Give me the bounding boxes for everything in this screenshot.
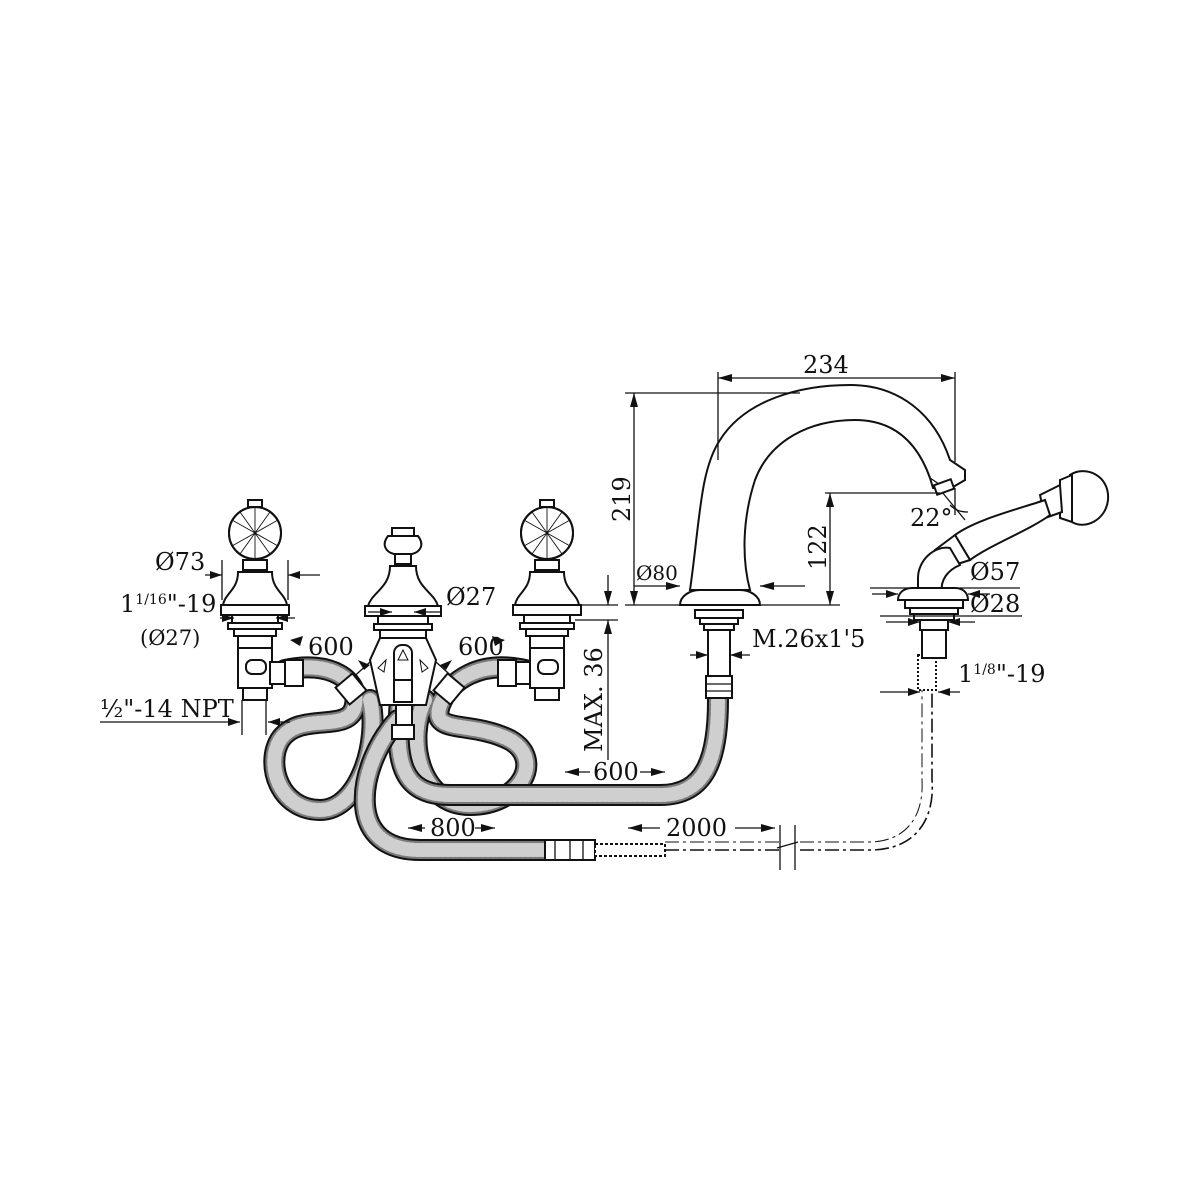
dim-hose-shower-connector: 800 <box>430 814 476 842</box>
spout <box>678 383 966 699</box>
left-handle-valve <box>220 499 304 701</box>
flow-arrows <box>377 648 429 673</box>
dim-hose-right: 600 <box>458 633 504 661</box>
dim-handle-base-diameter: Ø73 <box>155 548 205 576</box>
diverter-valve <box>334 527 466 740</box>
dim-spout-reach: 234 <box>803 351 849 379</box>
dim-handle-thread: 11/16"-19 <box>120 590 216 618</box>
dim-spout-outlet-height: 122 <box>804 524 832 570</box>
dim-handle-thread-metric: (Ø27) <box>140 626 200 650</box>
dimension-lines <box>100 372 1022 832</box>
dim-shower-shank-diameter: Ø28 <box>970 590 1020 618</box>
dim-shower-thread: 11/8"-19 <box>958 660 1046 688</box>
dim-spout-base-diameter: Ø80 <box>636 561 678 585</box>
dim-shower-holder-diameter: Ø57 <box>970 558 1020 586</box>
dimension-labels: 234 219 122 22° Ø80 M.26x1'5 Ø73 11/16"-… <box>100 351 1046 842</box>
dim-spout-angle: 22° <box>910 504 953 532</box>
hand-shower <box>896 470 1110 659</box>
dim-hose-left: 600 <box>308 633 354 661</box>
dim-inlet-thread: ½"-14 NPT <box>100 695 234 723</box>
dim-shower-hose-length: 2000 <box>666 814 727 842</box>
dim-diverter-diameter: Ø27 <box>446 583 496 611</box>
dim-max-deck-thickness: MAX. 36 <box>580 647 608 752</box>
right-handle-valve <box>497 499 582 701</box>
dim-hose-spout: 600 <box>593 758 639 786</box>
dim-spout-thread: M.26x1'5 <box>752 625 865 653</box>
dim-spout-height: 219 <box>608 476 636 522</box>
